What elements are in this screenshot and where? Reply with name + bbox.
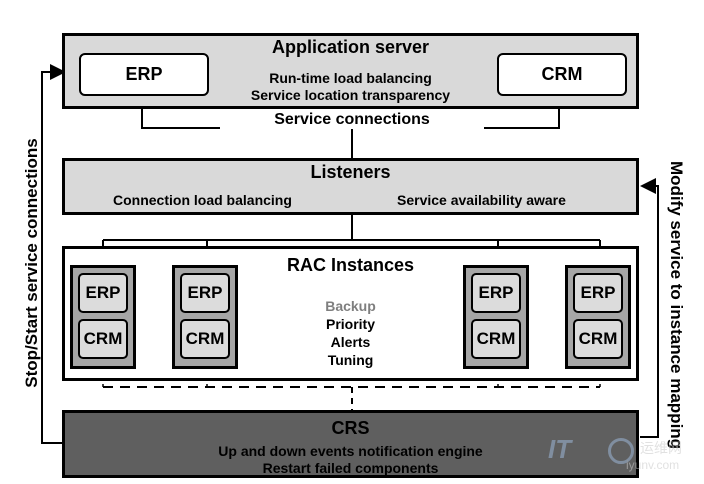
feature-backup: Backup [325,298,376,314]
instance-4-crm: CRM [573,319,623,359]
app-erp-box: ERP [79,53,209,96]
watermark-cn: 运维网 [640,440,682,456]
instance-4-erp: ERP [573,273,623,313]
instance-2-crm: CRM [180,319,230,359]
listeners-left-text: Connection load balancing [113,192,292,208]
watermark: IT 运维网 iyunv.com [548,432,698,478]
listeners-title: Listeners [310,162,391,182]
rac-instance-2: ERP CRM [172,265,238,369]
rac-instances-box: RAC Instances ERP CRM ERP CRM ERP CRM ER… [62,246,639,381]
crs-title: CRS [331,418,370,438]
instance-3-erp: ERP [471,273,521,313]
stop-start-loop [41,64,66,444]
left-side-label: Stop/Start service connections [22,138,41,388]
app-server-line1: Run-time load balancing [269,70,432,86]
crs-box: CRS Up and down events notification engi… [62,410,639,478]
instance-1-erp: ERP [78,273,128,313]
app-server-title: Application server [271,37,430,57]
rac-instance-1: ERP CRM [70,265,136,369]
application-server-box: Application server ERP CRM Run-time load… [62,33,639,109]
rac-instance-3: ERP CRM [463,265,529,369]
crs-line1: Up and down events notification engine [218,443,483,459]
rac-instances-title: RAC Instances [286,255,415,275]
app-server-line2: Service location transparency [250,87,451,103]
service-connections-label: Service connections [220,111,484,129]
feature-tuning: Tuning [327,352,374,368]
right-side-label: Modify service to instance mapping [667,160,686,450]
instance-1-crm: CRM [78,319,128,359]
feature-alerts: Alerts [330,334,371,350]
watermark-url: iyunv.com [626,458,680,472]
watermark-circle-icon [608,438,634,464]
listeners-box: Listeners Connection load balancing Serv… [62,158,639,215]
rac-instance-4: ERP CRM [565,265,631,369]
watermark-logo: IT [548,434,572,464]
feature-priority: Priority [325,316,375,332]
app-crm-box: CRM [497,53,627,96]
crs-line2: Restart failed components [262,460,439,476]
listeners-right-text: Service availability aware [397,192,566,208]
instance-3-crm: CRM [471,319,521,359]
instance-2-erp: ERP [180,273,230,313]
modify-mapping-loop [640,178,659,438]
